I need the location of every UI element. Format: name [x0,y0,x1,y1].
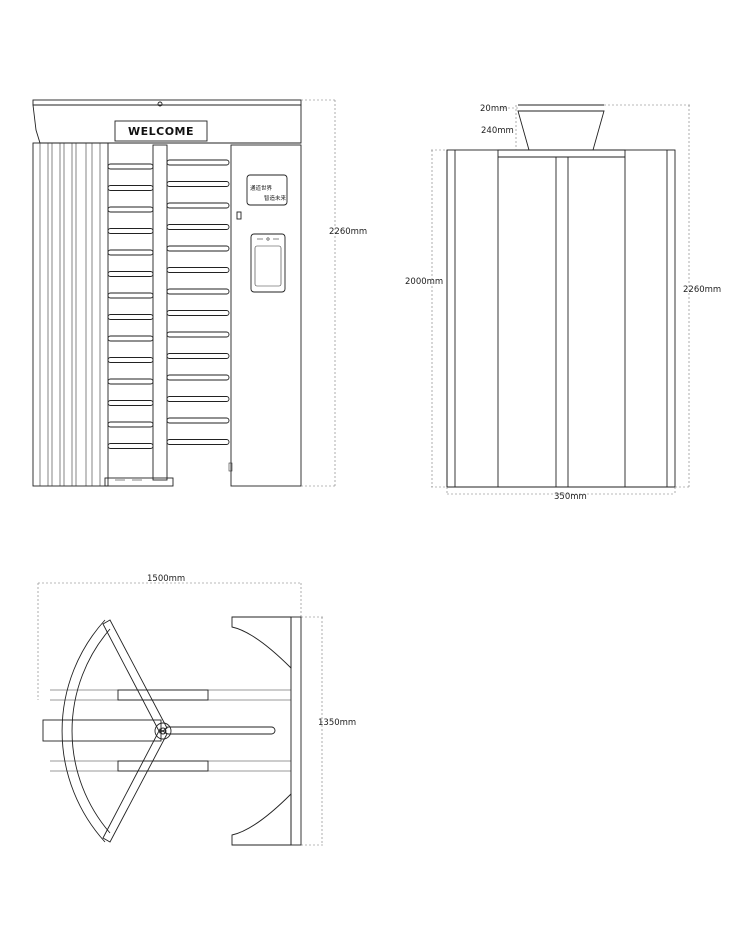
top-view: 1500mm 1350mm [37,574,356,846]
rotor-arm-right [166,181,230,187]
rotor-arm-right [166,224,230,230]
rotor-arm-left [107,185,154,191]
rotor-arm-right [166,396,230,402]
side-body-height-dimension: 2000mm [405,277,443,287]
face-terminal [250,233,286,293]
top-arm-upper [102,619,168,734]
camera-dot [157,101,163,107]
rotor-arm-right [166,159,230,166]
rotor-arm-left [107,314,154,320]
rotor-arm-right [166,310,230,316]
rotor-arm-left [107,206,154,213]
rotor-arm-left [107,378,154,385]
side-top-dimension: 20mm [480,104,507,114]
keyhole [236,211,242,220]
top-arm-right [164,726,276,735]
welcome-sign [114,120,208,142]
top-upper-wing [231,616,292,670]
rotor-arm-left [107,357,154,363]
info-panel-line1: 通道世界 [250,184,273,192]
info-panel-line2: 智造未来 [264,194,287,202]
side-width-dimension: 350mm [554,492,587,502]
rotor-shaft [152,144,168,481]
top-upper-bracket [117,689,209,701]
welcome-sign-text: WELCOME [128,125,194,138]
rotor-arm-left [107,292,154,299]
rotor-arm-left [107,335,154,342]
rotor-arm-right [166,353,230,359]
left-fence [32,142,109,487]
top-cabinet [290,616,302,846]
top-hub [154,722,172,740]
side-view: 20mm 240mm 2000mm 2260mm 350mm [405,104,721,502]
top-frame-bar [42,719,162,742]
side-cap-dimension: 240mm [481,126,514,136]
rotor-arm-left [107,228,154,234]
rotor-arm-right [166,374,230,381]
front-height-dimension: 2260mm [329,227,367,237]
rotor-arm-right [166,417,230,424]
rotor-arm-right [166,267,230,273]
rotor-arm-right [166,202,230,209]
side-total-height-dimension: 2260mm [683,285,721,295]
rotor-arm-left [107,271,154,277]
top-hub-center [159,727,167,735]
control-cabinet [230,144,302,487]
rotor-arm-left [107,421,154,428]
rotor-arm-right [166,439,230,445]
top-lower-bracket [117,760,209,772]
top-inner-arc [71,628,111,834]
rotor-arm-left [107,400,154,406]
side-door [497,149,626,488]
top-width-dimension: 1500mm [147,574,185,584]
face-terminal-screen [254,245,282,287]
canopy [32,104,302,144]
rotor-arm-left [107,443,154,449]
top-lower-wing [231,792,292,846]
top-arm-lower [102,728,168,843]
rotor-arm-left [107,163,154,170]
front-view: WELCOME 通道世界 智造未来 [32,99,367,487]
rotor-arm-right [166,331,230,338]
top-depth-dimension: 1350mm [318,718,356,728]
side-cap [517,110,605,151]
info-panel [246,174,288,206]
rotor-arm-left [107,249,154,256]
rotor-arms [107,159,230,449]
rotor-arm-right [166,288,230,295]
top-outer-arc [61,619,106,843]
side-body [446,149,676,488]
rotor-base [104,477,174,487]
canopy-top-strip [32,99,302,106]
rotor-arm-right [166,245,230,252]
